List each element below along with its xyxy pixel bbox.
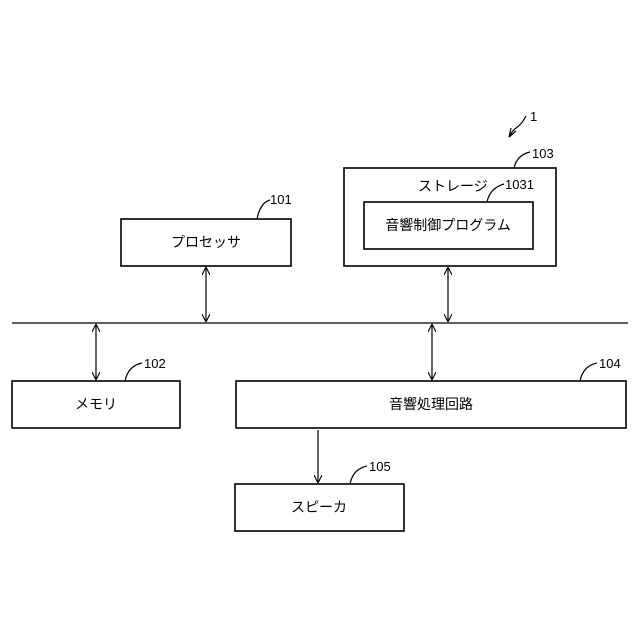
memory-label: メモリ [75, 397, 117, 413]
processor-ref: 101 [270, 192, 292, 207]
memory-ref-leader [125, 363, 142, 381]
speaker-ref-leader [350, 466, 367, 484]
program-label: 音響制御プログラム [385, 217, 511, 234]
processor-ref-leader [257, 200, 270, 219]
storage-block: ストレージ 103 音響制御プログラム 1031 [344, 146, 556, 266]
storage-ref: 103 [532, 146, 554, 161]
audio-circuit-ref-leader [580, 363, 597, 381]
program-ref: 1031 [505, 177, 534, 192]
speaker-block: スピーカ 105 [235, 459, 404, 531]
storage-ref-leader [514, 152, 530, 168]
system-reference: 1 [509, 109, 537, 137]
speaker-label: スピーカ [291, 500, 347, 516]
memory-ref: 102 [144, 356, 166, 371]
processor-block: プロセッサ 101 [121, 192, 292, 266]
audio-circuit-label: 音響処理回路 [389, 396, 473, 413]
system-ref-leader [509, 116, 526, 137]
audio-circuit-ref: 104 [599, 356, 621, 371]
system-ref-label: 1 [530, 109, 537, 124]
processor-label: プロセッサ [171, 235, 241, 251]
audio-circuit-block: 音響処理回路 104 [236, 356, 626, 428]
speaker-ref: 105 [369, 459, 391, 474]
storage-label: ストレージ [418, 179, 488, 195]
